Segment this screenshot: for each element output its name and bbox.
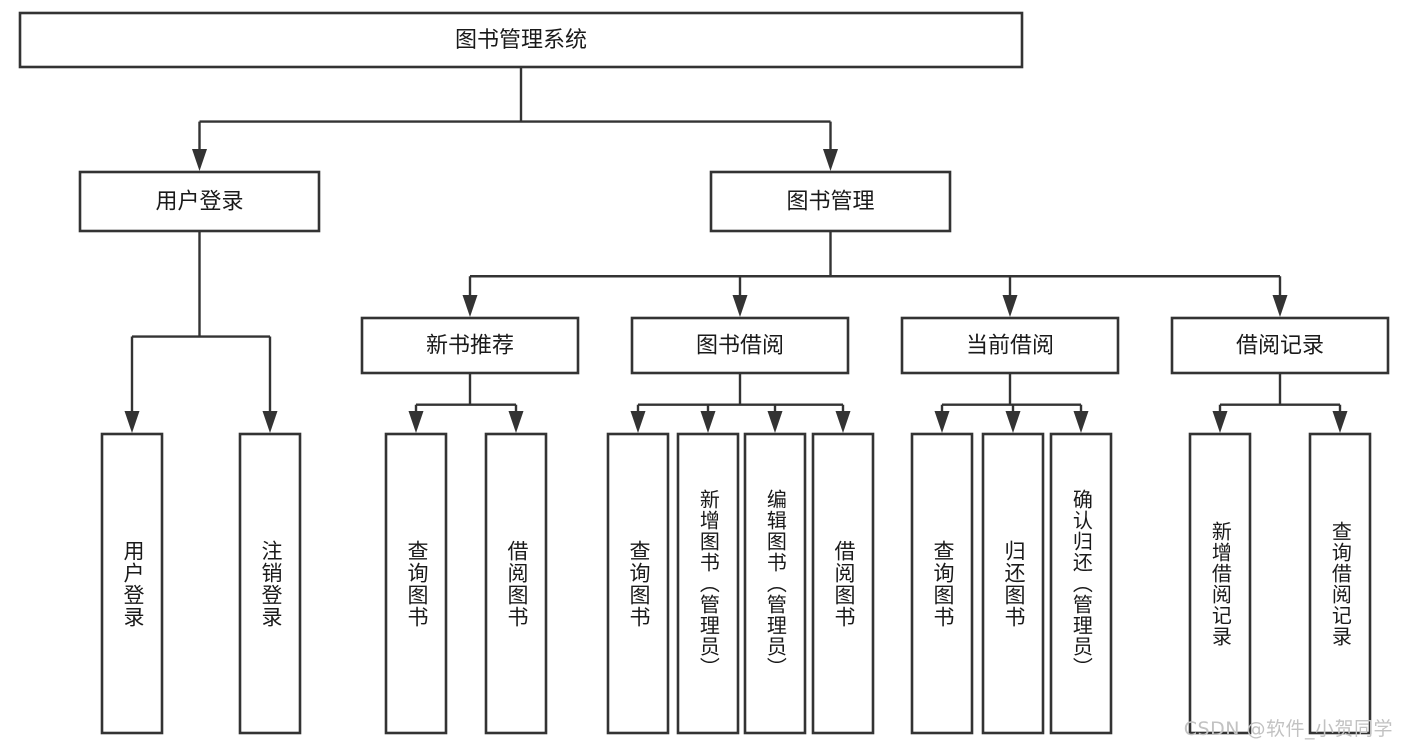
- node-borrow[interactable]: 图书借阅: [630, 316, 850, 375]
- node-current[interactable]: 当前借阅: [900, 316, 1120, 375]
- node-f-add[interactable]: [676, 432, 740, 735]
- node-f-query1[interactable]: [384, 432, 448, 735]
- node-box-f-query2[interactable]: [606, 432, 670, 735]
- node-f-query2[interactable]: [606, 432, 670, 735]
- node-box-root[interactable]: [18, 11, 1024, 69]
- edge-records-to-f-addrec-arrowhead: [1212, 411, 1228, 433]
- edge-root-to-login-arrowhead: [192, 149, 207, 171]
- edge-root-to-bookmgmt-arrowhead: [823, 149, 838, 171]
- node-f-borrow2[interactable]: [811, 432, 875, 735]
- node-box-f-return[interactable]: [981, 432, 1045, 735]
- edge-login-to-f-login-arrowhead: [124, 411, 140, 433]
- node-newbook[interactable]: 新书推荐: [360, 316, 580, 375]
- node-box-f-query1[interactable]: [384, 432, 448, 735]
- node-f-borrow1[interactable]: [484, 432, 548, 735]
- node-root[interactable]: 图书管理系统: [18, 11, 1024, 69]
- node-label-current: 当前借阅: [966, 334, 1054, 359]
- node-login[interactable]: 用户登录: [78, 170, 321, 233]
- node-label-bookmgmt: 图书管理: [786, 190, 874, 215]
- edge-current-to-f-confirm-arrowhead: [1073, 411, 1089, 433]
- node-box-login[interactable]: [78, 170, 321, 233]
- node-box-records[interactable]: [1170, 316, 1390, 375]
- edge-current-to-f-query3-arrowhead: [934, 411, 950, 433]
- node-box-f-confirm[interactable]: [1049, 432, 1113, 735]
- node-box-bookmgmt[interactable]: [709, 170, 952, 233]
- node-f-login[interactable]: [100, 432, 164, 735]
- watermark: CSDN @软件_小贺同学: [1183, 718, 1393, 740]
- node-box-borrow[interactable]: [630, 316, 850, 375]
- node-f-addrec[interactable]: [1188, 432, 1252, 735]
- node-label-records: 借阅记录: [1236, 334, 1324, 359]
- node-box-newbook[interactable]: [360, 316, 580, 375]
- edge-borrow-to-f-borrow2-arrowhead: [835, 411, 851, 433]
- node-f-return[interactable]: [981, 432, 1045, 735]
- node-f-confirm[interactable]: [1049, 432, 1113, 735]
- edge-group-borrow: [630, 373, 851, 433]
- node-box-f-borrow2[interactable]: [811, 432, 875, 735]
- node-f-queryrec[interactable]: [1308, 432, 1372, 735]
- node-box-f-add[interactable]: [676, 432, 740, 735]
- edge-group-records: [1212, 373, 1348, 433]
- node-f-edit[interactable]: [743, 432, 807, 735]
- node-box-current[interactable]: [900, 316, 1120, 375]
- node-box-f-borrow1[interactable]: [484, 432, 548, 735]
- node-box-f-login[interactable]: [100, 432, 164, 735]
- node-label-root: 图书管理系统: [455, 28, 587, 53]
- edge-records-to-f-queryrec-arrowhead: [1332, 411, 1348, 433]
- node-label-newbook: 新书推荐: [426, 334, 514, 359]
- edge-bookmgmt-to-current-arrowhead: [1002, 295, 1018, 317]
- edge-bookmgmt-to-borrow-arrowhead: [732, 295, 748, 317]
- edge-newbook-to-f-borrow1-arrowhead: [508, 411, 524, 433]
- edge-group-current: [934, 373, 1089, 433]
- node-box-f-queryrec[interactable]: [1308, 432, 1372, 735]
- edge-current-to-f-return-arrowhead: [1005, 411, 1021, 433]
- node-label-borrow: 图书借阅: [696, 334, 784, 359]
- edge-borrow-to-f-query2-arrowhead: [630, 411, 646, 433]
- edge-bookmgmt-to-newbook-arrowhead: [462, 295, 478, 317]
- edge-newbook-to-f-query1-arrowhead: [408, 411, 424, 433]
- edge-borrow-to-f-edit-arrowhead: [767, 411, 783, 433]
- node-box-f-logout[interactable]: [238, 432, 302, 735]
- node-bookmgmt[interactable]: 图书管理: [709, 170, 952, 233]
- edge-login-to-f-logout-arrowhead: [262, 411, 278, 433]
- edges-layer: [124, 67, 1348, 433]
- node-box-f-query3[interactable]: [910, 432, 974, 735]
- edge-bookmgmt-to-records-arrowhead: [1272, 295, 1288, 317]
- edge-group-login: [124, 231, 278, 433]
- node-box-f-addrec[interactable]: [1188, 432, 1252, 735]
- node-f-logout[interactable]: [238, 432, 302, 735]
- node-box-f-edit[interactable]: [743, 432, 807, 735]
- edge-borrow-to-f-add-arrowhead: [700, 411, 716, 433]
- edge-group-root: [192, 67, 838, 171]
- node-records[interactable]: 借阅记录: [1170, 316, 1390, 375]
- node-label-login: 用户登录: [155, 190, 243, 215]
- edge-group-bookmgmt: [462, 231, 1288, 317]
- node-f-query3[interactable]: [910, 432, 974, 735]
- edge-group-newbook: [408, 373, 524, 433]
